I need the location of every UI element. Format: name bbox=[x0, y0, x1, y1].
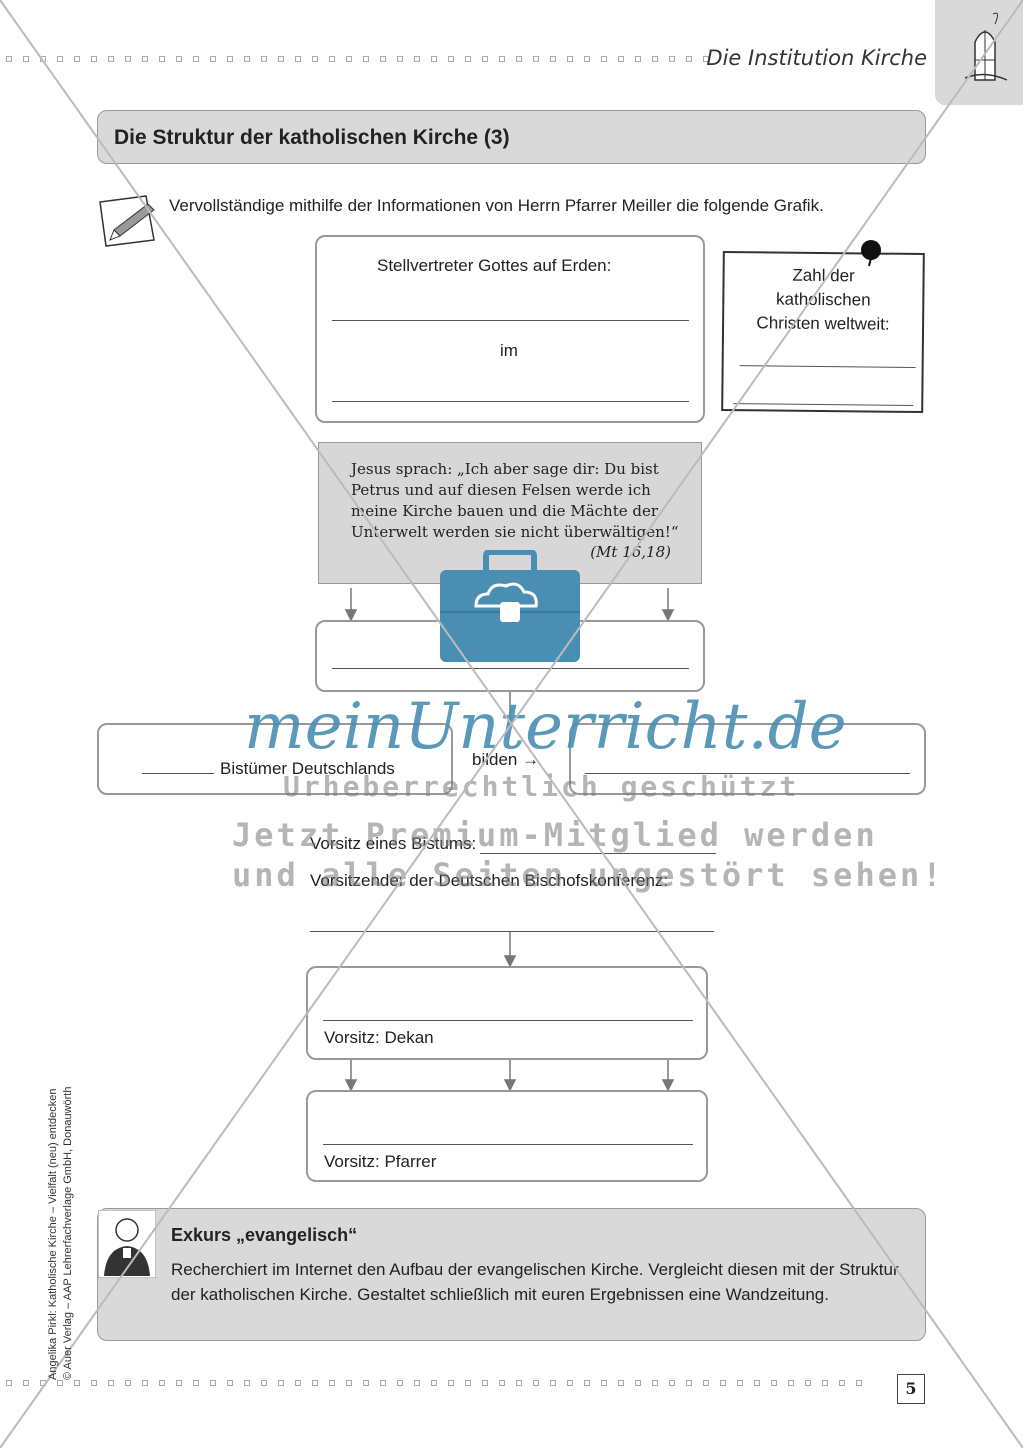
watermark-brand: meinUnterricht.de bbox=[244, 690, 847, 764]
answer-line[interactable] bbox=[323, 1144, 693, 1145]
publisher-line: © Auer Verlag – AAP Lehrerfachverlage Gm… bbox=[62, 1086, 74, 1380]
deanery-box: Vorsitz: Dekan bbox=[306, 966, 708, 1060]
copyright-sidebar: Angelika Pirkl: Katholische Kirche – Vie… bbox=[46, 1087, 76, 1380]
briefcase-cloud-icon bbox=[440, 550, 580, 662]
watermark-line1: Urheberrechtlich geschützt bbox=[283, 770, 800, 803]
answer-line[interactable] bbox=[310, 931, 714, 932]
watermark-line2: Jetzt Premium-Mitglied werden bbox=[232, 816, 878, 854]
exkurs-panel: Exkurs „evangelisch“ Recherchiert im Int… bbox=[97, 1208, 926, 1341]
page-number: 5 bbox=[897, 1374, 925, 1404]
exkurs-title: Exkurs „evangelisch“ bbox=[171, 1225, 358, 1245]
pastor-portrait-icon bbox=[98, 1210, 156, 1278]
watermark-line3: und alle Seiten ungestört sehen! bbox=[232, 856, 945, 894]
answer-line[interactable] bbox=[323, 1020, 693, 1021]
pfarrer-label: Vorsitz: Pfarrer bbox=[324, 1152, 437, 1171]
exkurs-text: Recherchiert im Internet den Aufbau der … bbox=[171, 1260, 899, 1304]
parish-box: Vorsitz: Pfarrer bbox=[306, 1090, 708, 1182]
answer-line[interactable] bbox=[332, 668, 689, 669]
author-line: Angelika Pirkl: Katholische Kirche – Vie… bbox=[47, 1088, 59, 1380]
dekan-label: Vorsitz: Dekan bbox=[324, 1028, 434, 1047]
answer-line[interactable] bbox=[142, 773, 214, 774]
